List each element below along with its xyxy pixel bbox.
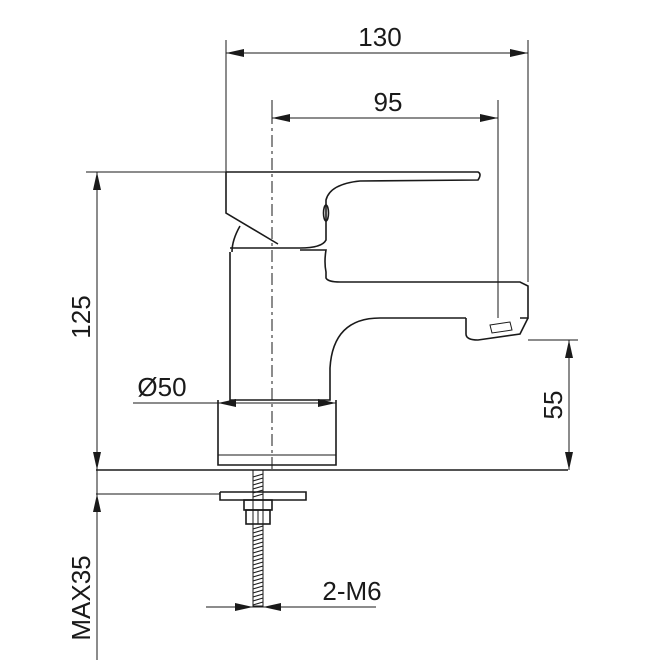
thread-line [252, 549, 264, 554]
dim-mounting-thread: 2-M6 [206, 576, 382, 611]
thread-line [252, 585, 264, 590]
rod-threads [252, 473, 264, 606]
lever-wedge-curve [231, 225, 241, 253]
dim-max-deck: MAX35 [66, 470, 101, 660]
thread-line [252, 529, 264, 534]
dim-label-max35: MAX35 [66, 555, 96, 640]
dim-base-diameter: Ø50 [133, 372, 336, 407]
lever-wedge-outline [225, 172, 279, 245]
thread-line [252, 573, 264, 578]
lever-pivot [322, 204, 330, 222]
thread-line [252, 577, 264, 582]
dim-label-2m6: 2-M6 [322, 576, 381, 606]
thread-line [252, 489, 264, 494]
mounting-plate-left [219, 492, 244, 501]
thread-line [252, 561, 264, 566]
washer [243, 499, 273, 511]
thread-line [252, 533, 264, 538]
thread-line [252, 537, 264, 542]
aerator-insert [489, 321, 513, 334]
mounting-hardware [219, 469, 307, 607]
dim-overall-length: 130 [225, 22, 529, 282]
dim-label-125: 125 [66, 295, 96, 338]
thread-line [252, 565, 264, 570]
thread-line [252, 541, 264, 546]
dim-spout-reach: 95 [271, 87, 499, 318]
thread-line [252, 581, 264, 586]
lever-handle [226, 171, 481, 249]
thread-line [252, 589, 264, 594]
thread-line [252, 601, 264, 606]
dim-height: 125 [66, 171, 226, 470]
thread-line [252, 477, 264, 482]
faucet-body [217, 112, 529, 470]
dim-label-dia50: Ø50 [137, 372, 186, 402]
thread-line [252, 557, 264, 562]
dim-spout-height: 55 [528, 339, 578, 470]
dim-label-55: 55 [538, 391, 568, 420]
thread-line [252, 553, 264, 558]
thread-line [252, 485, 264, 490]
thread-line [252, 593, 264, 598]
thread-line [252, 493, 264, 498]
thread-line [252, 545, 264, 550]
thread-line [252, 525, 264, 530]
base-collar [217, 400, 337, 466]
spout-upper [300, 249, 529, 319]
dim-label-130: 130 [358, 22, 401, 52]
thread-line [252, 597, 264, 602]
thread-line [252, 473, 264, 478]
thread-line [252, 481, 264, 486]
thread-line [252, 569, 264, 574]
body-column [229, 252, 466, 401]
aerator [465, 317, 529, 341]
dim-label-95: 95 [374, 87, 403, 117]
